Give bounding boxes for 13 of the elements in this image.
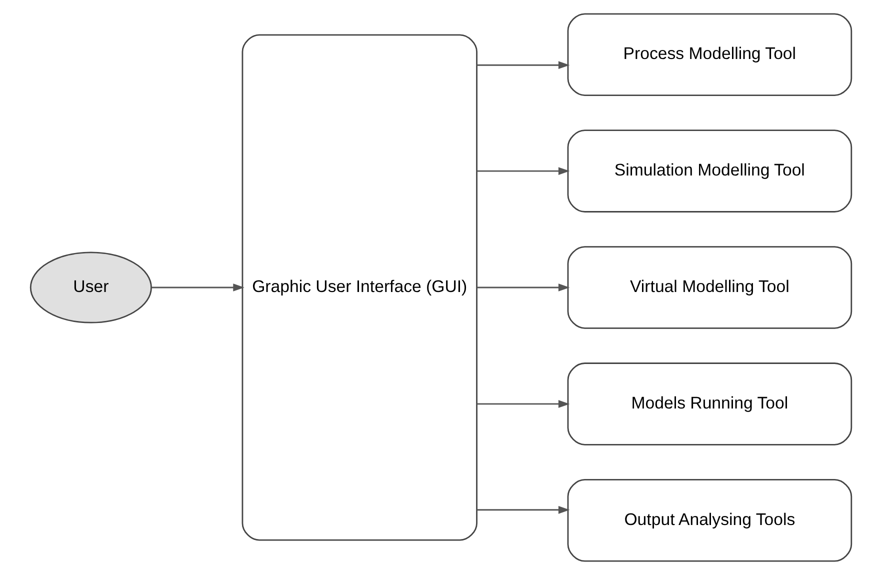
arrow bbox=[477, 61, 570, 70]
arrow bbox=[477, 284, 570, 292]
arrow bbox=[477, 400, 570, 408]
node-box: Output Analysing Tools bbox=[567, 479, 852, 562]
arrow bbox=[477, 506, 570, 514]
arrow bbox=[477, 167, 570, 175]
node-ellipse: User bbox=[30, 252, 152, 324]
node-box: Models Running Tool bbox=[567, 362, 852, 446]
node-box: Simulation Modelling Tool bbox=[567, 130, 852, 212]
node-box: Graphic User Interface (GUI) bbox=[242, 34, 478, 541]
node-box: Process Modelling Tool bbox=[567, 13, 852, 96]
node-box: Virtual Modelling Tool bbox=[567, 246, 852, 329]
arrow bbox=[152, 284, 244, 292]
